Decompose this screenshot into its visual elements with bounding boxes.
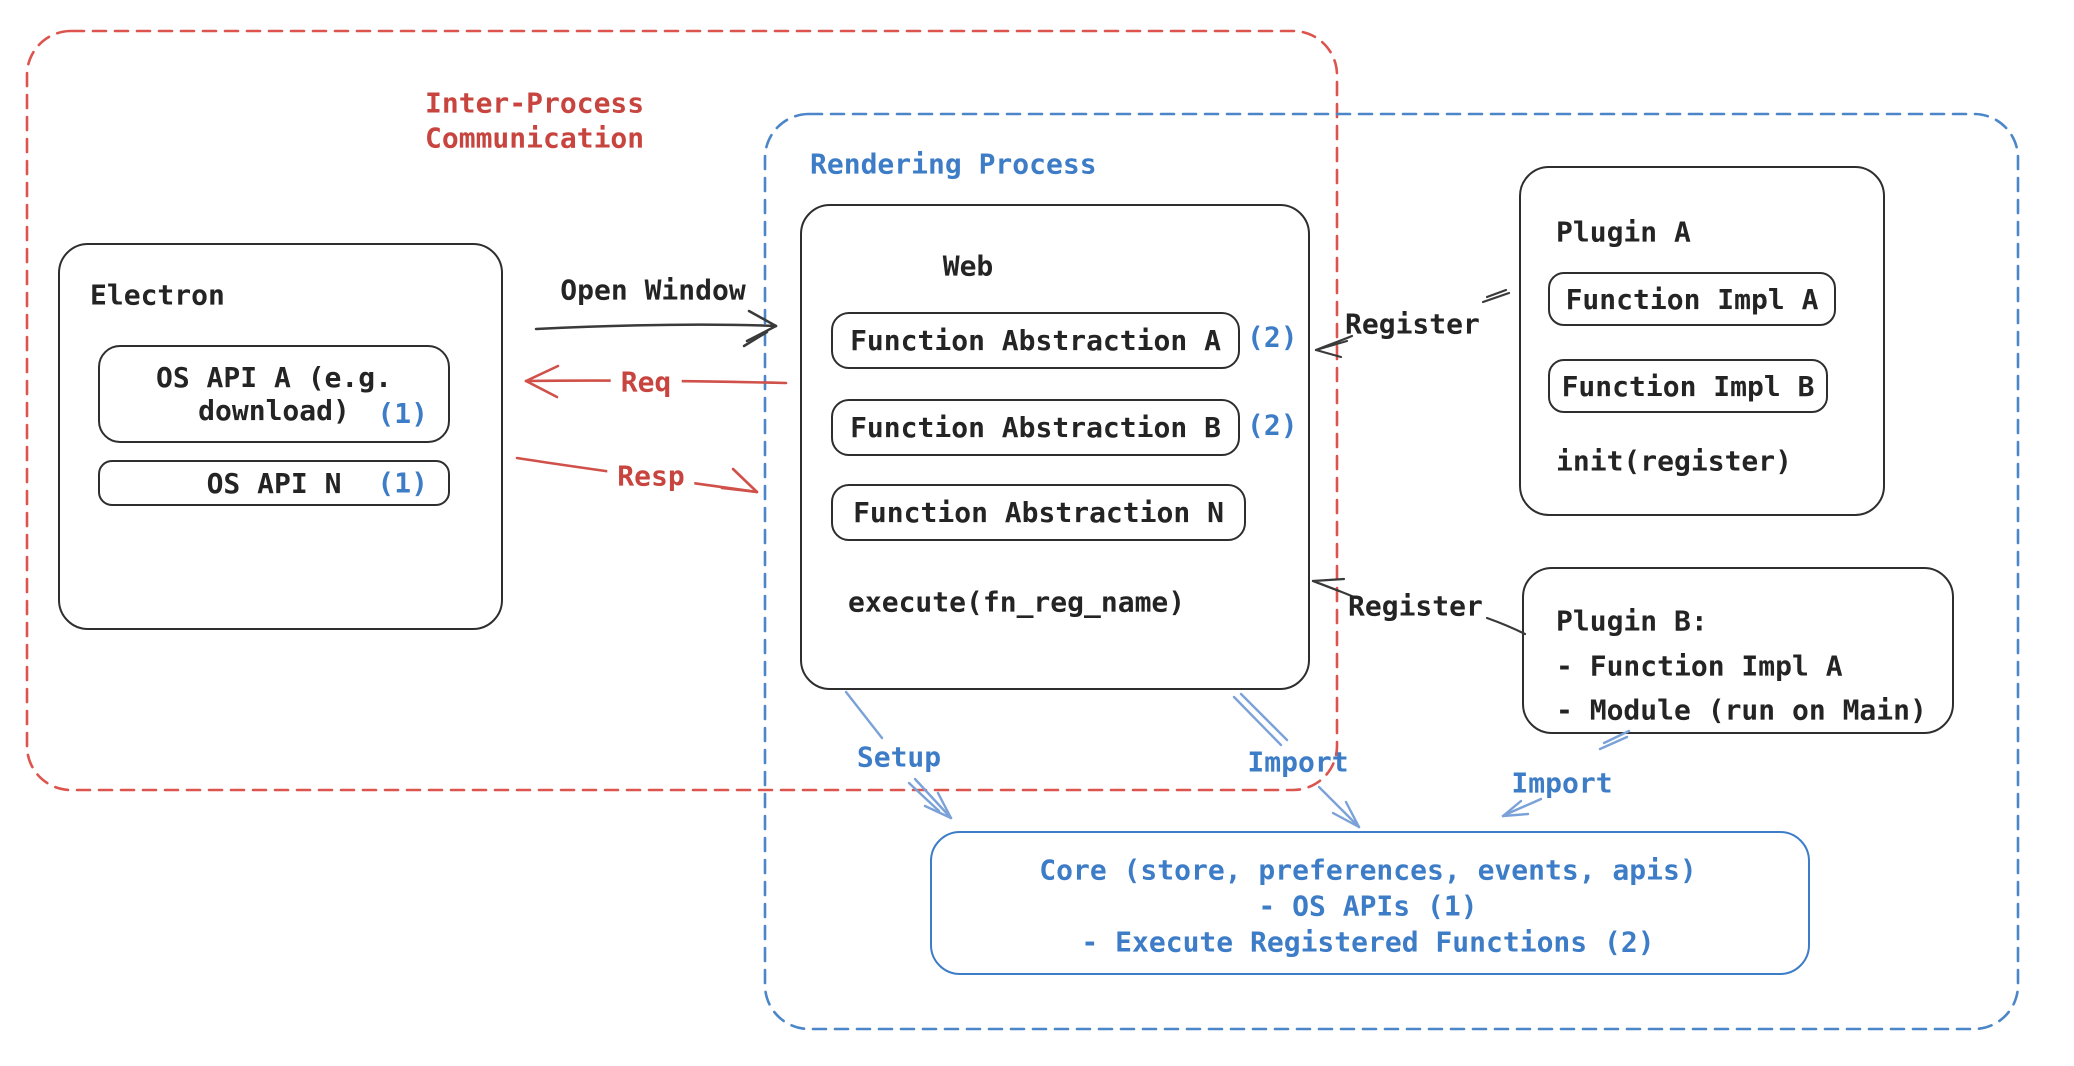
function-abstraction-n-label: Function Abstraction N — [853, 496, 1224, 529]
core-line1: Core (store, preferences, events, apis) — [1039, 853, 1697, 887]
open-window-label: Open Window — [560, 273, 746, 307]
import-from-plugin-label: Import — [1511, 766, 1613, 800]
function-abstraction-b-label: Function Abstraction B — [850, 411, 1221, 444]
plugin-b-title: Plugin B: — [1556, 604, 1708, 638]
req-label: Req — [610, 365, 682, 399]
os-api-a-line2: download) — [198, 394, 350, 427]
import-from-web-label: Import — [1247, 745, 1349, 779]
plugin-b-item1: - Function Impl A — [1556, 649, 1843, 683]
function-abstraction-a-badge: (2) — [1247, 320, 1298, 354]
function-impl-a-box: Function Impl A — [1548, 272, 1836, 326]
resp-label: Resp — [607, 459, 695, 493]
function-abstraction-a-label: Function Abstraction A — [850, 324, 1221, 357]
function-impl-b-label: Function Impl B — [1561, 369, 1815, 403]
ipc-label-line2: Communication — [425, 121, 645, 155]
os-api-n-box: OS API N (1) — [98, 460, 450, 506]
function-impl-b-box: Function Impl B — [1548, 359, 1828, 413]
web-title: Web — [942, 249, 994, 283]
setup-label: Setup — [856, 740, 942, 774]
plugin-a-title: Plugin A — [1556, 215, 1691, 249]
function-abstraction-n-box: Function Abstraction N — [831, 484, 1246, 541]
init-register-label: init(register) — [1556, 444, 1793, 478]
register-top-label: Register — [1345, 307, 1480, 341]
core-line2: - OS APIs (1) — [1258, 889, 1478, 923]
plugin-b-item2: - Module (run on Main) — [1556, 693, 1927, 727]
rendering-process-label: Rendering Process — [810, 147, 1097, 181]
execute-label: execute(fn_reg_name) — [848, 585, 1186, 619]
os-api-a-line1: OS API A (e.g. — [155, 361, 392, 394]
os-api-n-label: OS API N — [206, 466, 342, 500]
os-api-n-badge: (1) — [377, 466, 428, 500]
os-api-a-box: OS API A (e.g. download) (1) — [98, 345, 450, 443]
os-api-a-badge: (1) — [377, 397, 428, 430]
core-line3: - Execute Registered Functions (2) — [1081, 925, 1655, 959]
function-abstraction-a-box: Function Abstraction A — [831, 312, 1240, 369]
open-window-arrow — [534, 309, 778, 348]
function-abstraction-b-box: Function Abstraction B — [831, 399, 1240, 456]
function-abstraction-b-badge: (2) — [1247, 408, 1298, 442]
ipc-label-line1: Inter-Process — [425, 86, 645, 120]
function-impl-a-label: Function Impl A — [1565, 282, 1819, 316]
electron-title: Electron — [90, 278, 225, 312]
register-bottom-label: Register — [1348, 589, 1483, 623]
